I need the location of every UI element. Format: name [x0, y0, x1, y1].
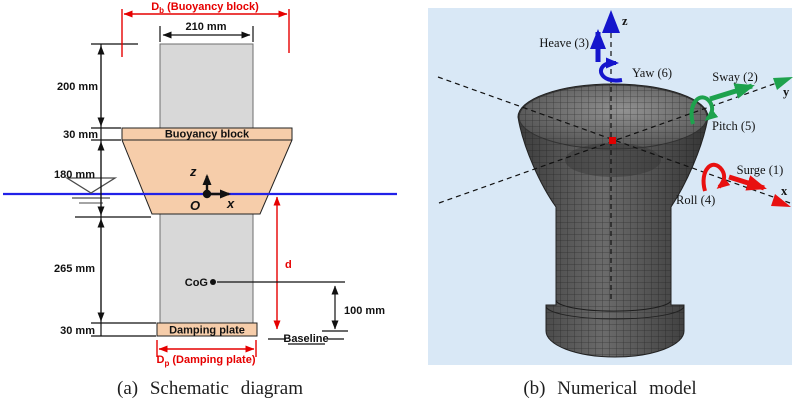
axis-z-label: z — [189, 164, 197, 179]
dim-200: 200 mm — [57, 81, 98, 93]
dimension-arrows — [97, 31, 339, 330]
y-axis-arrowhead-icon — [773, 77, 793, 90]
pitch-label: Pitch (5) — [712, 119, 755, 133]
origin-marker — [609, 137, 616, 144]
numerical-model-panel: z y x Heave (3) Yaw (6) Sway (2) Pitch (… — [428, 8, 793, 365]
caption-schematic-diagram: (a) Schematic diagram — [117, 378, 303, 399]
axis-y-label-b: y — [783, 85, 790, 99]
dim-210: 210 mm — [186, 21, 227, 33]
sway-arrow-icon — [709, 83, 755, 102]
heave-label: Heave (3) — [539, 36, 589, 50]
origin-axes — [202, 174, 231, 199]
origin-label: O — [190, 198, 200, 213]
baseline-label: Baseline — [283, 333, 328, 345]
mesh-model — [517, 83, 709, 358]
draft-label: d — [285, 259, 292, 271]
cog-dot — [210, 279, 216, 285]
buoyancy-block-shape — [121, 127, 293, 215]
dim-100: 100 mm — [344, 305, 385, 317]
dim-30-bottom: 30 mm — [60, 325, 95, 337]
surge-arrow-icon — [728, 174, 767, 191]
damping-diameter-label: Dp (Damping plate) — [156, 354, 255, 368]
yaw-label: Yaw (6) — [632, 66, 672, 80]
damping-plate-shape — [156, 322, 258, 337]
axis-x-label-b: x — [781, 184, 788, 198]
pitch-arrow-icon — [689, 95, 719, 125]
buoyancy-block-label: Buoyancy block — [165, 129, 250, 141]
sway-label: Sway (2) — [712, 70, 757, 84]
water-level-icon — [64, 177, 118, 204]
roll-label: Roll (4) — [676, 193, 715, 207]
dim-180: 180 mm — [54, 169, 95, 181]
dashed-axes — [437, 33, 791, 299]
buoyancy-diameter-label: Db (Buoyancy block) — [151, 1, 259, 15]
caption-numerical-model: (b) Numerical model — [523, 378, 697, 399]
damping-plate-label: Damping plate — [169, 325, 245, 337]
z-axis-arrowhead-icon — [602, 10, 620, 33]
cog-label: CoG — [185, 277, 208, 289]
schematic-diagram-panel: Db (Buoyancy block) 210 mm 200 mm 30 mm … — [3, 1, 397, 368]
axis-x-label: x — [226, 196, 235, 211]
axis-z-label-b: z — [622, 14, 628, 28]
baseline-marks — [268, 338, 344, 345]
x-axis-arrowhead-icon — [771, 194, 791, 207]
yaw-arrow-icon — [599, 57, 623, 83]
dim-30-top: 30 mm — [63, 129, 98, 141]
surge-label: Surge (1) — [737, 163, 784, 177]
dim-265: 265 mm — [54, 263, 95, 275]
roll-arrow-icon — [701, 162, 731, 192]
red-dimension-lines — [121, 9, 290, 357]
